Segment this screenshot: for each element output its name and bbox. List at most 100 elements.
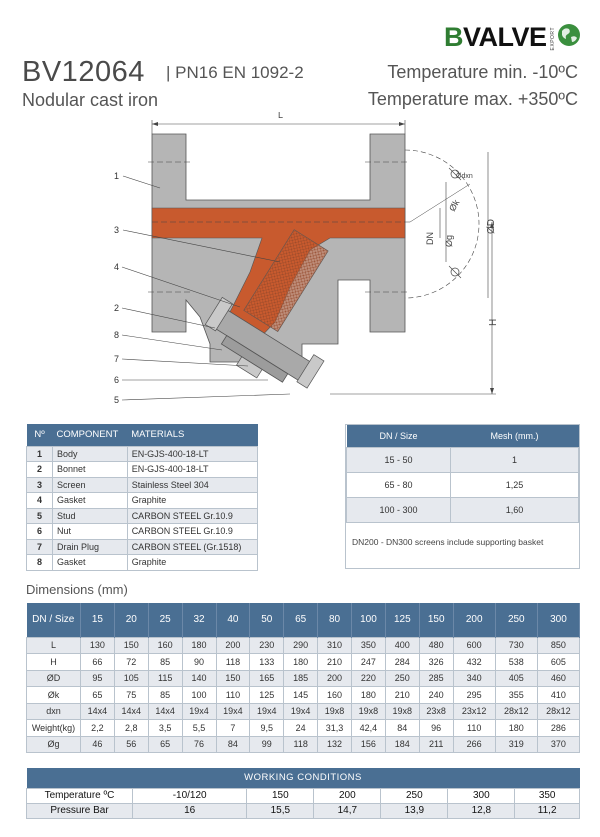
dimension-value: 180 [283, 653, 319, 671]
col-size: 300 [537, 603, 581, 637]
dimension-value: 355 [494, 686, 538, 704]
col-size: 125 [385, 603, 420, 637]
component-name: Stud [52, 507, 128, 524]
dimension-value: 850 [536, 636, 581, 654]
working-conditions-title: WORKING CONDITIONS [26, 768, 580, 788]
dimension-value: 211 [418, 735, 454, 753]
dimension-value: 19x4 [249, 702, 285, 720]
dimension-value: 14x4 [80, 702, 115, 720]
component-number: 7 [26, 538, 53, 555]
component-material: CARBON STEEL Gr.10.9 [126, 507, 259, 524]
dimension-value: 180 [494, 719, 538, 737]
component-name: Nut [52, 523, 128, 540]
component-number: 3 [26, 476, 53, 493]
dimension-value: 90 [181, 653, 217, 671]
dimension-value: 180 [181, 636, 217, 654]
component-material: Graphite [126, 554, 259, 571]
dimension-value: 605 [536, 653, 581, 671]
dim-L-label: L [278, 112, 283, 120]
callout-7: 7 [114, 354, 119, 364]
dimension-value: 133 [249, 653, 285, 671]
dimension-value: 66 [80, 653, 115, 671]
col-component: COMPONENT [52, 424, 128, 446]
dimension-value: 150 [113, 636, 149, 654]
col-size: 20 [114, 603, 149, 637]
dim-H-label: H [488, 319, 499, 326]
dimension-value: 370 [536, 735, 581, 753]
condition-value: 16 [131, 802, 248, 819]
dimension-value: 210 [317, 653, 352, 671]
component-material: EN-GJS-400-18-LT [126, 461, 259, 478]
dimension-value: 184 [384, 735, 420, 753]
dimension-value: 600 [452, 636, 496, 654]
mesh-dn-size: 15 - 50 [345, 446, 452, 473]
dimension-value: 405 [494, 669, 538, 687]
dimension-value: 7 [215, 719, 251, 737]
dimension-value: 118 [283, 735, 319, 753]
dimension-value: 99 [249, 735, 285, 753]
dimension-value: 42,4 [351, 719, 386, 737]
dimension-value: 326 [418, 653, 454, 671]
component-number: 2 [26, 461, 53, 478]
dimension-value: 266 [452, 735, 496, 753]
brand-subtitle: EXPORT [550, 27, 556, 51]
dimension-value: 410 [536, 686, 581, 704]
dimension-value: 24 [283, 719, 319, 737]
dim-k-label: Øk [447, 198, 462, 213]
dimension-value: 28x12 [494, 702, 538, 720]
condition-value: -10/120 [131, 787, 248, 804]
dimension-value: 400 [384, 636, 420, 654]
col-size: 200 [453, 603, 496, 637]
mesh-dn-size: 100 - 300 [345, 496, 452, 523]
dimension-value: 220 [351, 669, 386, 687]
component-name: Gasket [52, 492, 128, 509]
dimension-value: 75 [113, 686, 149, 704]
dimension-value: 95 [80, 669, 115, 687]
dimension-value: 145 [283, 686, 319, 704]
dimension-value: 160 [317, 686, 352, 704]
row-label: Pressure Bar [26, 802, 133, 819]
dimension-value: 23x8 [418, 702, 454, 720]
mesh-value: 1 [450, 446, 579, 473]
col-size: 50 [249, 603, 285, 637]
row-label: Øk [26, 686, 81, 704]
dimension-value: 9,5 [249, 719, 285, 737]
dimension-value: 19x4 [181, 702, 217, 720]
condition-value: 12,8 [447, 802, 516, 819]
dimension-value: 110 [215, 686, 251, 704]
dimension-value: 200 [317, 669, 352, 687]
dimension-value: 286 [536, 719, 581, 737]
col-dn-size: DN / Size [26, 603, 81, 637]
col-size: 80 [317, 603, 352, 637]
dimension-value: 350 [351, 636, 386, 654]
dim-D-label: ØD [486, 219, 497, 234]
dimension-value: 100 [181, 686, 217, 704]
dimension-value: 110 [452, 719, 496, 737]
callout-5: 5 [114, 395, 119, 405]
condition-value: 11,2 [514, 802, 580, 819]
dimension-value: 284 [384, 653, 420, 671]
condition-value: 350 [514, 787, 580, 804]
dimension-value: 19x8 [384, 702, 420, 720]
product-code: BV12064 [22, 56, 145, 88]
dimension-value: 340 [452, 669, 496, 687]
dimension-value: 19x4 [215, 702, 251, 720]
component-material: CARBON STEEL Gr.10.9 [126, 523, 259, 540]
dimension-value: 84 [384, 719, 420, 737]
dimension-value: 5,5 [181, 719, 217, 737]
row-label: L [26, 636, 81, 654]
dimension-value: 285 [418, 669, 454, 687]
dimension-value: 480 [418, 636, 454, 654]
col-size: 32 [182, 603, 217, 637]
dimension-value: 23x12 [452, 702, 496, 720]
dim-dxn-label: Ødxn [456, 173, 473, 180]
dimension-value: 3,5 [147, 719, 183, 737]
globe-icon [558, 24, 580, 46]
col-size: 250 [495, 603, 538, 637]
